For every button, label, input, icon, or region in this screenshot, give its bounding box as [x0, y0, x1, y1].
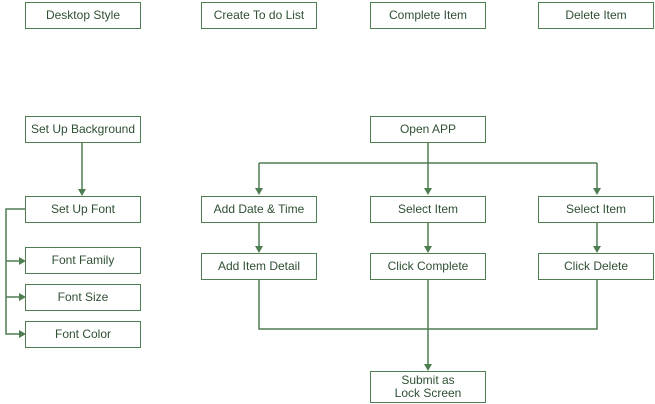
- node-set-up-background: Set Up Background: [25, 116, 141, 143]
- node-font-family: Font Family: [25, 247, 141, 274]
- arrowhead-font: [78, 189, 86, 196]
- node-font-size: Font Size: [25, 284, 141, 311]
- arrowhead-color: [19, 330, 26, 338]
- arrowhead-size: [19, 293, 26, 301]
- node-font-color: Font Color: [25, 321, 141, 348]
- node-open-app: Open APP: [370, 116, 486, 143]
- arrowhead-add-date: [255, 188, 263, 195]
- node-submit-lock-screen: Submit as Lock Screen: [370, 371, 486, 403]
- node-desktop-style: Desktop Style: [25, 2, 141, 29]
- node-create-todo-list: Create To do List: [201, 2, 317, 29]
- arrowhead-submit: [424, 364, 432, 371]
- node-add-date-time: Add Date & Time: [201, 196, 317, 223]
- node-select-item-middle: Select Item: [370, 196, 486, 223]
- node-click-delete: Click Delete: [538, 253, 654, 280]
- node-delete-item: Delete Item: [538, 2, 654, 29]
- node-set-up-font: Set Up Font: [25, 196, 141, 223]
- node-select-item-right: Select Item: [538, 196, 654, 223]
- arrowhead-select-2: [593, 188, 601, 195]
- arrowhead-detail: [255, 246, 263, 253]
- arrowhead-select-1: [424, 188, 432, 195]
- edge-font-bracket: [5, 208, 25, 335]
- arrowhead-family: [19, 257, 26, 265]
- node-add-item-detail: Add Item Detail: [201, 253, 317, 280]
- node-click-complete: Click Complete: [370, 253, 486, 280]
- arrowhead-delete: [593, 246, 601, 253]
- arrowhead-complete: [424, 246, 432, 253]
- node-complete-item: Complete Item: [370, 2, 486, 29]
